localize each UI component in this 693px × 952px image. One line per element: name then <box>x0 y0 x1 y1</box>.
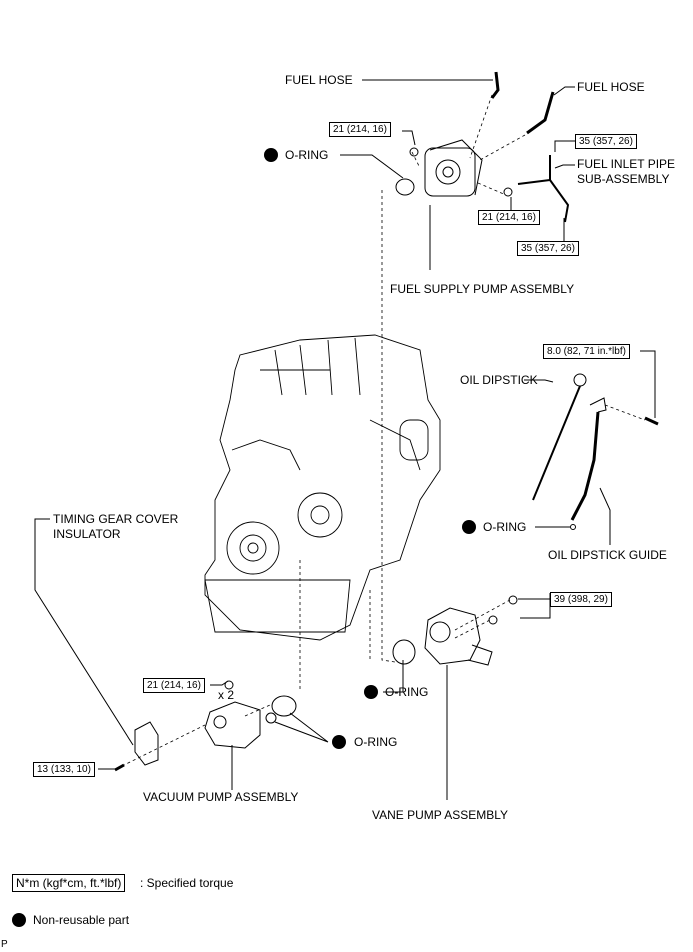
vacuum-pump-drawing <box>204 701 261 749</box>
leader-oring-vacuum <box>274 712 329 743</box>
pump-nut-top <box>409 147 419 157</box>
vacuum-nut <box>224 680 234 690</box>
leader-dipstick-bolt <box>640 350 656 418</box>
torque-pipe-bottom: 35 (357, 26) <box>517 241 579 256</box>
dash-dipstick-bolt <box>604 404 646 421</box>
non-reusable-dot-fuel-pump-oring <box>264 148 278 162</box>
label-oil-dipstick: OIL DIPSTICK <box>460 373 538 387</box>
footer-code: P <box>1 939 8 950</box>
non-reusable-dot-vane-oring <box>364 685 378 699</box>
leader-dipstick-guide <box>599 487 611 545</box>
dash-pump-nut-bottom <box>477 182 507 196</box>
legend-torque-sample: N*m (kgf*cm, ft.*lbf) <box>12 874 126 892</box>
fuel-pump-oring <box>395 178 415 196</box>
label-oring-vane: O-RING <box>385 685 429 699</box>
torque-timing-cover: 13 (133, 10) <box>33 762 95 777</box>
fuel-hose-1-drawing <box>490 71 500 99</box>
label-oil-dipstick-guide: OIL DIPSTICK GUIDE <box>548 548 667 562</box>
vacuum-oring-small <box>265 712 277 724</box>
label-vacuum-pump: VACUUM PUMP ASSEMBLY <box>143 790 299 804</box>
leader-oring-vane <box>383 660 404 693</box>
oil-dipstick-guide-drawing <box>570 397 607 521</box>
leader-fuel-hose-2 <box>553 86 575 96</box>
non-reusable-dot-vacuum-oring <box>332 735 346 749</box>
dash-timing-cover <box>121 724 206 767</box>
vane-bolt-1 <box>508 595 518 605</box>
legend-non-reusable-text: Non-reusable part <box>33 913 130 927</box>
vacuum-oring-large <box>271 695 297 717</box>
torque-dipstick-bolt: 8.0 (82, 71 in.*lbf) <box>543 344 630 359</box>
timing-cover-bolt <box>114 763 125 772</box>
torque-pump-nut-bottom: 21 (214, 16) <box>478 210 540 225</box>
torque-vacuum-pump: 21 (214, 16) <box>143 678 205 693</box>
engine-block-drawing <box>204 334 441 641</box>
leader-pump-nut-top <box>402 130 416 146</box>
pump-nut-bottom <box>503 187 513 197</box>
dash-fuel-hose-2 <box>479 134 526 161</box>
leader-oring-fuel-pump <box>340 154 404 179</box>
fuel-inlet-pipe-drawing <box>517 155 570 223</box>
dash-vacuum-oring <box>244 704 271 717</box>
label-times-two: x 2 <box>218 688 235 702</box>
vane-pump-drawing <box>424 607 493 666</box>
torque-pipe-top: 35 (357, 26) <box>575 134 637 149</box>
dash-vane-bolt-1 <box>454 599 511 631</box>
fuel-hose-2-drawing <box>526 91 555 135</box>
leader-pipe-top <box>554 140 575 152</box>
leader-fuel-inlet-pipe <box>554 164 575 169</box>
label-oring-dipstick: O-RING <box>483 520 527 534</box>
torque-pump-nut-top: 21 (214, 16) <box>329 122 391 137</box>
label-fuel-hose-2: FUEL HOSE <box>577 80 645 94</box>
vane-bolt-2 <box>488 615 498 625</box>
dash-pump-nut-top <box>411 151 421 169</box>
oil-dipstick-drawing <box>532 373 587 501</box>
dash-fuel-pump-to-engine <box>381 190 396 663</box>
label-fuel-inlet-pipe-1: FUEL INLET PIPE <box>577 157 676 171</box>
label-fuel-hose-1: FUEL HOSE <box>285 73 353 87</box>
leader-oil-dipstick <box>524 379 554 383</box>
timing-cover-insulator-drawing <box>134 721 159 766</box>
leader-timing-cover <box>34 518 134 746</box>
label-vane-pump: VANE PUMP ASSEMBLY <box>372 808 509 822</box>
dash-vane-bolt-2 <box>454 619 491 639</box>
label-fuel-supply-pump: FUEL SUPPLY PUMP ASSEMBLY <box>390 282 575 296</box>
torque-vane-pump: 39 (398, 29) <box>550 592 612 607</box>
legend-non-reusable-dot <box>12 913 26 927</box>
leader-vane-pump-torque-bracket <box>520 593 551 619</box>
dash-fuel-hose-1 <box>469 94 493 159</box>
non-reusable-dot-dipstick-oring <box>462 520 476 534</box>
label-fuel-inlet-pipe-2: SUB-ASSEMBLY <box>577 172 670 186</box>
label-oring-vacuum: O-RING <box>354 735 398 749</box>
label-timing-cover-2: INSULATOR <box>53 527 121 541</box>
dipstick-oring <box>570 524 576 530</box>
vane-oring <box>392 639 416 665</box>
label-timing-cover-1: TIMING GEAR COVER <box>53 512 179 526</box>
label-oring-fuel-pump: O-RING <box>285 148 329 162</box>
fuel-supply-pump-drawing <box>424 139 483 197</box>
dipstick-bolt <box>644 416 659 426</box>
legend-torque-text: : Specified torque <box>140 876 234 890</box>
